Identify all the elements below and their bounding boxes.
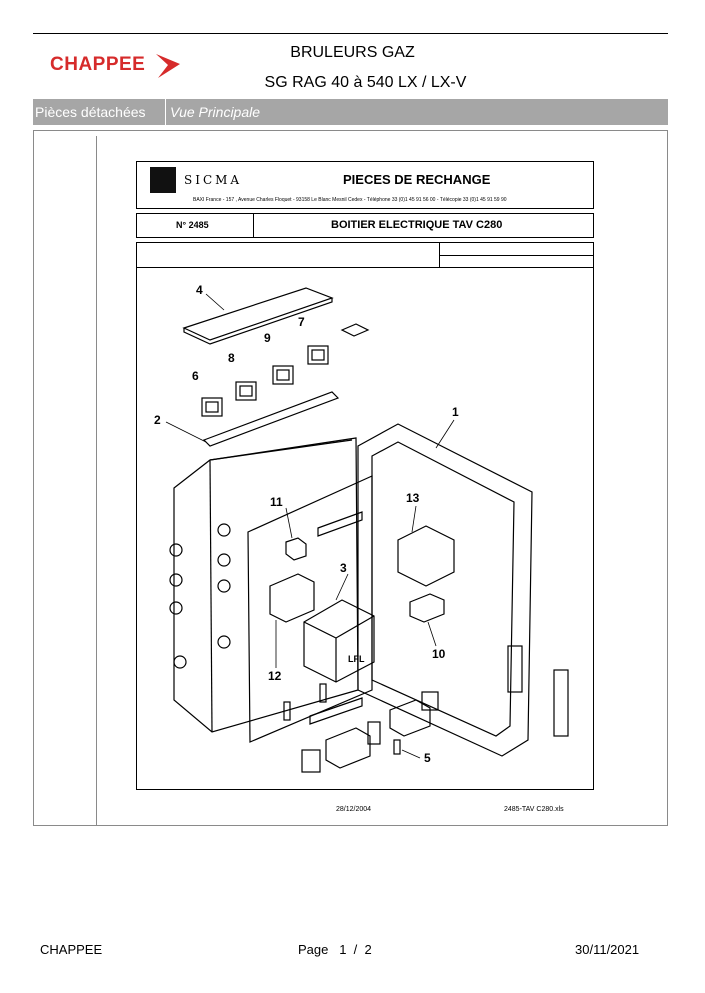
sheet-header-box xyxy=(136,161,594,209)
part-1-box-body xyxy=(173,437,359,733)
drawing-area-header-line xyxy=(136,267,594,268)
small-square-part xyxy=(340,323,370,337)
part-10-terminal xyxy=(409,593,445,623)
part-8-switch xyxy=(235,381,257,401)
document-subtitle: SG RAG 40 à 540 LX / LX-V xyxy=(264,74,467,91)
sheet-number-box xyxy=(136,213,594,238)
callout-2: 2 xyxy=(154,413,161,427)
document-title: BRULEURS GAZ xyxy=(290,44,415,61)
sheet-date: 28/12/2004 xyxy=(336,806,372,813)
footer-page: Page 1 / 2 xyxy=(298,942,372,957)
cable-glands xyxy=(169,523,231,669)
din-rail xyxy=(317,511,363,537)
footer-company: CHAPPEE xyxy=(40,942,103,957)
part-title: BOITIER ELECTRIQUE TAV C280 xyxy=(331,219,503,231)
frame-divider xyxy=(96,136,97,826)
leader-lines xyxy=(165,293,455,759)
sheet-file: 2485-TAV C280.xls xyxy=(504,806,564,813)
callout-13: 13 xyxy=(406,491,420,505)
breadcrumb-bar: Pièces détachées Vue Principale xyxy=(33,99,668,125)
sheet-number-divider xyxy=(253,213,254,238)
part-6-switch xyxy=(201,397,223,417)
part-13-contactor xyxy=(397,525,455,587)
part-9-switch xyxy=(272,365,294,385)
drawing-area-header-subline xyxy=(439,255,594,256)
exploded-view-diagram: 1 2 3 4 5 6 7 8 9 10 11 12 13 LFL xyxy=(154,283,569,773)
sheet-number: N° 2485 xyxy=(176,220,209,230)
relay-label: LFL xyxy=(348,654,365,664)
part-1-door xyxy=(357,423,533,757)
drawing-area-box xyxy=(136,242,594,790)
callout-4: 4 xyxy=(196,283,203,297)
callout-11: 11 xyxy=(270,495,283,509)
breadcrumb-view[interactable]: Vue Principale xyxy=(170,104,261,120)
part-3-relay xyxy=(303,599,375,683)
terminal-blocks xyxy=(301,691,439,773)
sheet-heading: PIECES DE RECHANGE xyxy=(343,172,491,187)
breadcrumb-section[interactable]: Pièces détachées xyxy=(33,99,166,125)
part-2-plate xyxy=(202,391,340,447)
callout-5: 5 xyxy=(424,751,431,765)
door-slot xyxy=(507,645,523,693)
callout-1: 1 xyxy=(452,405,459,419)
part-4-cover xyxy=(182,287,334,341)
part-7-switch xyxy=(307,345,329,365)
part-11-connector xyxy=(285,537,307,561)
callout-9: 9 xyxy=(264,331,271,345)
mounting-plate xyxy=(247,475,373,743)
drawing-area-header-divider xyxy=(439,242,440,267)
callout-10: 10 xyxy=(432,647,446,661)
sicma-logo-icon xyxy=(150,167,176,193)
footer-date: 30/11/2021 xyxy=(575,942,640,957)
drawing-frame xyxy=(33,130,668,826)
callout-7: 7 xyxy=(298,315,305,329)
callout-8: 8 xyxy=(228,351,235,365)
bottom-rail xyxy=(309,697,363,725)
top-rule xyxy=(33,33,668,34)
gasket-strip xyxy=(553,669,569,737)
logo-swoosh-icon xyxy=(156,54,180,78)
callout-12: 12 xyxy=(268,669,282,683)
part-5-fuse xyxy=(393,739,401,755)
sicma-name: SICMA xyxy=(184,173,243,187)
part-12-socket xyxy=(269,573,315,623)
sheet-address: BAXI France - 157 , Avenue Charles Floqu… xyxy=(193,197,507,203)
callout-3: 3 xyxy=(340,561,347,575)
callout-6: 6 xyxy=(192,369,199,383)
logo-text: CHAPPEE xyxy=(50,54,146,75)
standoffs xyxy=(283,683,327,721)
